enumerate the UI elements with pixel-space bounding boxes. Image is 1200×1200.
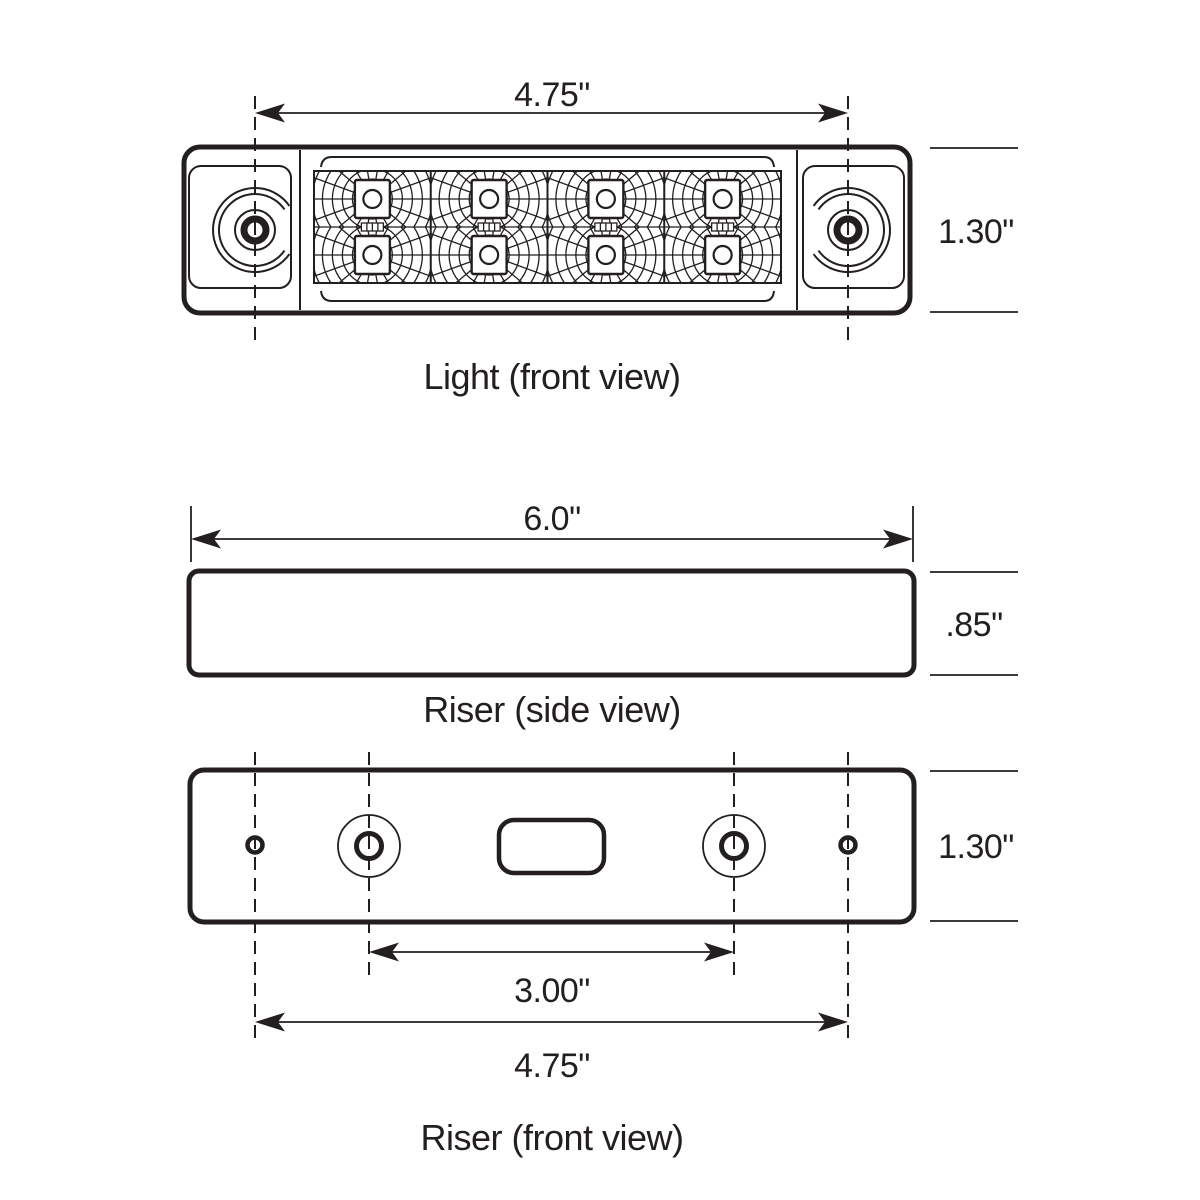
right-mounting-screw [814, 188, 890, 272]
dim-label-inner-spacing: 3.00" [514, 972, 590, 1010]
dim-light-width: 4.75" [255, 76, 848, 123]
dim-label-light-height: 1.30" [938, 213, 1014, 251]
dim-light-height: 1.30" [930, 147, 1018, 313]
light-left-screw-panel [188, 165, 292, 289]
riser-side-view: 6.0" .85" Riser (side view) [186, 500, 1018, 730]
riser-side-caption: Riser (side view) [423, 689, 681, 730]
arrowhead-right [818, 103, 848, 123]
riser-front-view: 1.30" 3.00" 4.75" Riser (front view) [187, 752, 1018, 1158]
led-connector-comb [360, 222, 385, 232]
dim-label-light-width: 4.75" [514, 76, 590, 114]
arrowhead-left [369, 942, 399, 962]
dim-riser-length: 6.0" [190, 500, 914, 562]
arrowhead-right [883, 529, 913, 549]
wire-slot [496, 817, 607, 876]
dim-label-riser-front-height: 1.30" [938, 828, 1014, 866]
arrowhead-left [255, 103, 285, 123]
dim-riser-thickness: .85" [930, 571, 1018, 676]
led-connector-comb [594, 222, 618, 232]
arrowhead-right [704, 942, 734, 962]
dim-label-riser-length: 6.0" [523, 500, 580, 538]
lens-top-edge [320, 156, 775, 168]
light-front-caption: Light (front view) [423, 356, 680, 397]
light-front-view: 4.75" 1.30" Light (front view) [181, 76, 1018, 397]
led-connector-comb [710, 222, 735, 232]
riser-front-caption: Riser (front view) [420, 1117, 683, 1158]
dim-label-riser-thickness: .85" [945, 606, 1002, 644]
dim-riser-front-height: 1.30" [930, 770, 1018, 922]
riser-front-body [187, 767, 917, 925]
lens-bottom-edge [320, 290, 775, 302]
light-right-screw-panel [802, 165, 905, 289]
light-body [181, 144, 913, 316]
led-connector-comb [477, 222, 501, 232]
dim-label-outer-spacing: 4.75" [514, 1047, 590, 1085]
left-mounting-screw [213, 188, 289, 272]
dim-inner-hole-spacing: 3.00" [369, 942, 734, 1010]
dim-outer-hole-spacing: 4.75" [255, 1012, 848, 1085]
riser-side-body [186, 568, 917, 678]
arrowhead-left [255, 1012, 285, 1032]
led-array [309, 137, 785, 317]
arrowhead-left [191, 529, 221, 549]
arrowhead-right [818, 1012, 848, 1032]
